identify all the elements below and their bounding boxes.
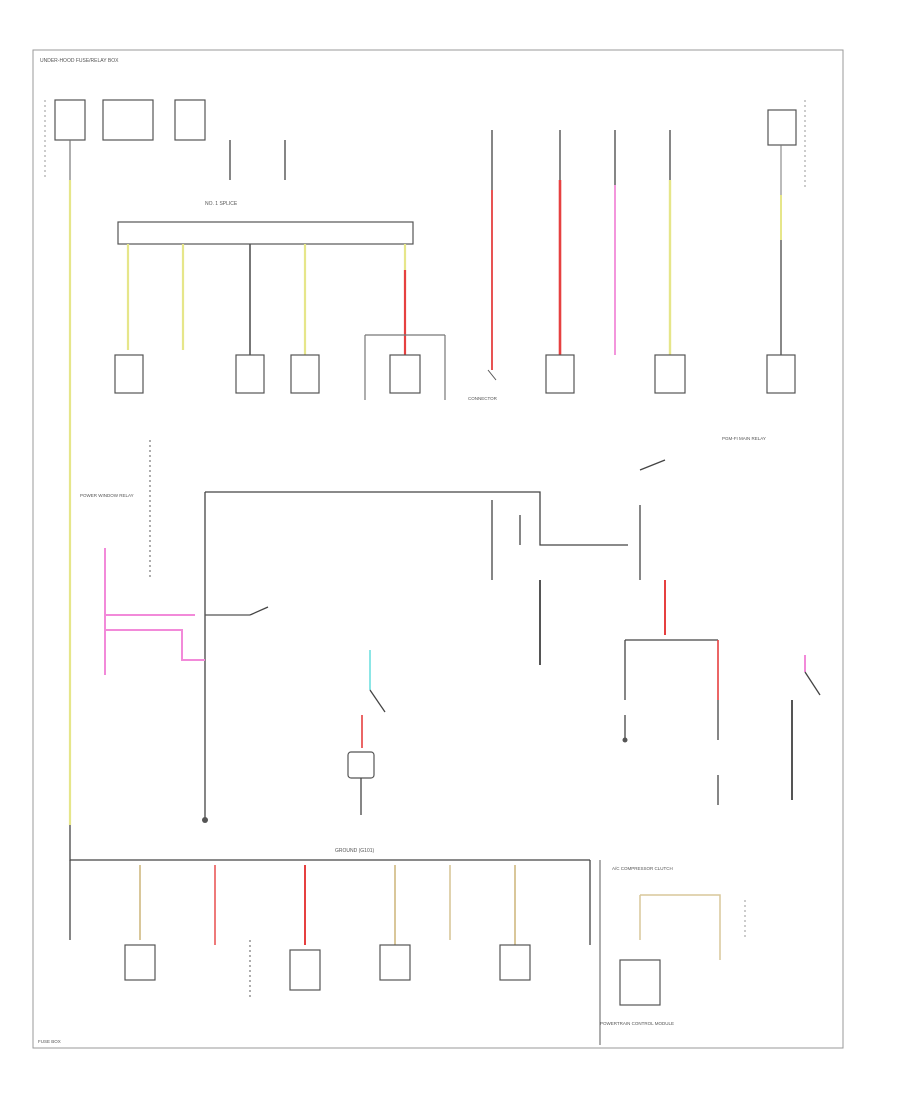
cutout-label: FUSE BOX: [38, 1039, 61, 1044]
component: [654, 354, 686, 394]
ignition-switch: [174, 99, 206, 141]
connector-bracket: [364, 334, 446, 400]
pcm-module: [619, 959, 661, 1006]
wire-mid-top: [205, 491, 541, 505]
component: [114, 354, 144, 394]
label: CONNECTOR: [468, 396, 498, 401]
splice-block: [117, 221, 414, 245]
wire-ground-bus: [69, 825, 590, 861]
component: [389, 354, 421, 394]
switch: [249, 606, 269, 616]
component: [499, 944, 531, 981]
ground-point: [622, 737, 628, 743]
component: [766, 354, 796, 394]
top-block-label: NO. 1 SPLICE: [205, 201, 238, 207]
wire: [539, 505, 628, 546]
wire-tan: [639, 894, 721, 960]
bottom-right-label: POWERTRAIN CONTROL MODULE: [600, 1021, 674, 1026]
component: [290, 354, 320, 394]
switch: [487, 369, 497, 381]
switch: [369, 689, 386, 713]
component: [124, 944, 156, 981]
fuse-box: [54, 99, 86, 141]
diagram-frame: [32, 49, 844, 1049]
component: [289, 949, 321, 991]
component: [379, 944, 411, 981]
motor: [347, 751, 375, 779]
ground-point: [202, 817, 208, 823]
relay-box: [102, 99, 154, 141]
bottom-bus-label: GROUND (G101): [335, 848, 375, 854]
switch: [639, 459, 666, 471]
relay-pink-label: POWER WINDOW RELAY: [80, 493, 134, 498]
relay-right-label: PGM-FI MAIN RELAY: [722, 436, 766, 441]
relay-box-right: [767, 109, 797, 146]
component: [235, 354, 265, 394]
wire-pink: [105, 614, 205, 661]
switch: [804, 671, 821, 696]
header-label: UNDER-HOOD FUSE/RELAY BOX: [40, 58, 119, 64]
component: [545, 354, 575, 394]
bottom-tall-label: A/C COMPRESSOR CLUTCH: [612, 866, 673, 871]
